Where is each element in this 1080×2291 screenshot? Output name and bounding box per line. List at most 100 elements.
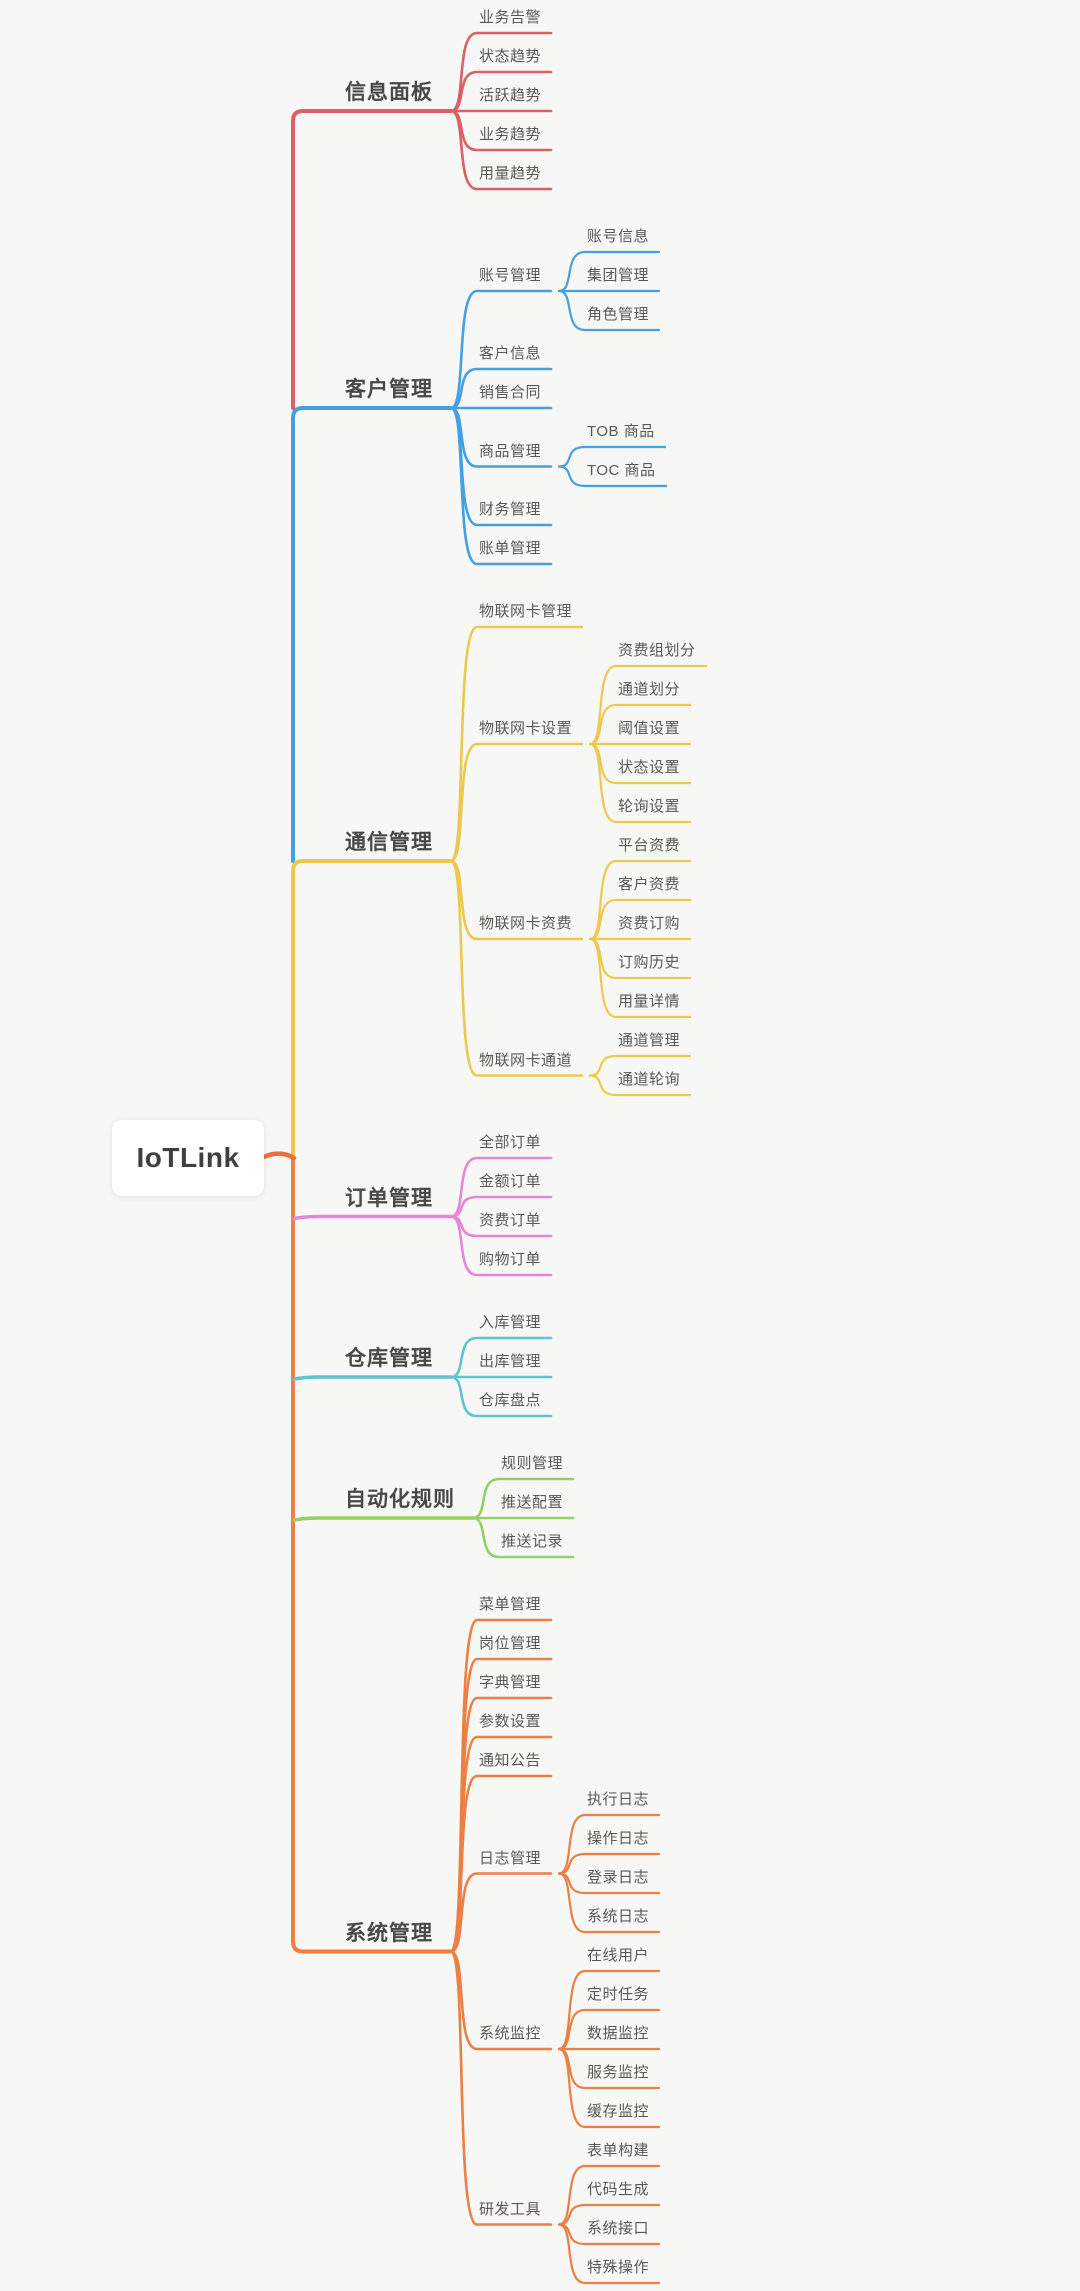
mindmap-edge (449, 289, 553, 410)
node-system-log[interactable]: 系统日志 (587, 1908, 650, 1925)
mindmap-edge (291, 1156, 453, 1954)
node-group-mgmt[interactable]: 集团管理 (587, 267, 650, 284)
node-channel-mgmt[interactable]: 通道管理 (618, 1032, 681, 1049)
node-shopping-orders[interactable]: 购物订单 (479, 1251, 542, 1268)
mindmap-edge (449, 70, 553, 113)
root-node[interactable]: IoTLink (112, 1120, 264, 1196)
node-biz-alarm[interactable]: 业务告警 (479, 9, 542, 26)
node-sys-monitor[interactable]: 系统监控 (479, 2025, 542, 2042)
root-label: IoTLink (136, 1142, 240, 1173)
node-iot-card-settings[interactable]: 物联网卡设置 (479, 720, 573, 737)
node-polling-settings[interactable]: 轮询设置 (618, 798, 681, 815)
node-code-generation[interactable]: 代码生成 (587, 2181, 650, 2198)
node-fee-orders[interactable]: 资费订单 (479, 1212, 542, 1229)
node-operation-log[interactable]: 操作日志 (587, 1830, 650, 1847)
node-comm-mgmt[interactable]: 通信管理 (345, 831, 433, 854)
node-subscribe-history[interactable]: 订购历史 (618, 954, 681, 971)
node-iot-card-mgmt[interactable]: 物联网卡管理 (479, 603, 573, 620)
node-order-mgmt[interactable]: 订单管理 (345, 1186, 433, 1210)
mindmap-edge (449, 1872, 553, 1953)
mindmap-edge (557, 2164, 661, 2226)
node-data-monitor[interactable]: 数据监控 (587, 2025, 650, 2042)
mindmap-edge (557, 2047, 661, 2129)
node-status-trend[interactable]: 状态趋势 (479, 48, 542, 65)
node-tob-product[interactable]: TOB 商品 (587, 423, 655, 440)
node-push-record[interactable]: 推送记录 (501, 1533, 564, 1550)
node-threshold-settings[interactable]: 阈值设置 (618, 720, 681, 737)
mindmap-edge (292, 1516, 475, 1522)
node-service-monitor[interactable]: 服务监控 (587, 2064, 650, 2081)
node-biz-trend[interactable]: 业务趋势 (479, 126, 542, 143)
mindmap-edge (557, 445, 667, 468)
node-outbound-mgmt[interactable]: 出库管理 (479, 1353, 542, 1370)
node-form-builder[interactable]: 表单构建 (587, 2142, 650, 2159)
mindmap-edge (557, 1813, 661, 1875)
mindmap-edge (588, 742, 692, 824)
node-menu-mgmt[interactable]: 菜单管理 (479, 1596, 542, 1613)
node-post-mgmt[interactable]: 岗位管理 (479, 1635, 542, 1652)
node-iot-card-fee[interactable]: 物联网卡资费 (479, 915, 573, 932)
node-scheduled-tasks[interactable]: 定时任务 (587, 1986, 650, 2003)
node-customer-info[interactable]: 客户信息 (479, 345, 542, 362)
node-role-mgmt[interactable]: 角色管理 (587, 306, 650, 323)
node-finance-mgmt[interactable]: 财务管理 (479, 501, 542, 518)
node-product-mgmt[interactable]: 商品管理 (479, 442, 542, 460)
node-exec-log[interactable]: 执行日志 (587, 1791, 650, 1808)
mindmap-edge (449, 406, 553, 566)
node-account-info[interactable]: 账号信息 (587, 228, 650, 245)
node-amount-orders[interactable]: 金额订单 (479, 1173, 542, 1190)
node-login-log[interactable]: 登录日志 (587, 1869, 650, 1886)
node-account-mgmt[interactable]: 账号管理 (479, 267, 542, 284)
mindmap-edge (588, 1054, 692, 1077)
node-system-api[interactable]: 系统接口 (587, 2220, 650, 2237)
node-usage-detail[interactable]: 用量详情 (618, 993, 681, 1010)
node-channel-division[interactable]: 通道划分 (618, 681, 681, 698)
node-customer-mgmt[interactable]: 客户管理 (345, 378, 433, 401)
node-channel-polling[interactable]: 通道轮询 (618, 1071, 681, 1088)
node-cache-monitor[interactable]: 缓存监控 (587, 2103, 650, 2120)
node-fee-subscribe[interactable]: 资费订购 (618, 915, 681, 932)
mindmap-edge (449, 742, 584, 863)
mindmap-edge (449, 859, 584, 941)
node-push-config[interactable]: 推送配置 (501, 1494, 564, 1511)
node-fee-group-division[interactable]: 资费组划分 (618, 642, 696, 659)
mindmap-edge (588, 664, 708, 746)
node-active-trend[interactable]: 活跃趋势 (479, 87, 542, 104)
mindmap-edge (449, 1215, 553, 1277)
node-toc-product[interactable]: TOC 商品 (587, 462, 656, 479)
node-system-mgmt[interactable]: 系统管理 (345, 1921, 433, 1945)
node-usage-trend[interactable]: 用量趋势 (479, 165, 542, 182)
node-bill-mgmt[interactable]: 账单管理 (479, 540, 542, 557)
node-sales-contract[interactable]: 销售合同 (479, 384, 542, 401)
node-stocktaking[interactable]: 仓库盘点 (479, 1392, 542, 1409)
node-dict-mgmt[interactable]: 字典管理 (479, 1674, 542, 1691)
node-notice[interactable]: 通知公告 (479, 1752, 542, 1769)
mindmap-edge (291, 109, 453, 410)
mindmap-edge (449, 1156, 553, 1218)
mindmap-edge (449, 1950, 553, 2226)
node-special-operations[interactable]: 特殊操作 (587, 2259, 650, 2276)
mindmap-edge (557, 250, 661, 293)
mindmap-edge (588, 859, 692, 941)
node-warehouse-mgmt[interactable]: 仓库管理 (345, 1347, 433, 1370)
node-inbound-mgmt[interactable]: 入库管理 (479, 1314, 542, 1331)
node-iot-card-channel[interactable]: 物联网卡通道 (479, 1051, 573, 1069)
node-all-orders[interactable]: 全部订单 (479, 1134, 542, 1151)
node-dev-tools[interactable]: 研发工具 (479, 2200, 542, 2218)
mindmap-edge (449, 859, 584, 1077)
mindmap-edge (449, 1336, 553, 1379)
node-log-mgmt[interactable]: 日志管理 (479, 1849, 542, 1867)
node-info-panel[interactable]: 信息面板 (345, 81, 433, 104)
mindmap-edge (588, 1074, 692, 1097)
node-automation-rules[interactable]: 自动化规则 (345, 1488, 455, 1511)
node-param-settings[interactable]: 参数设置 (479, 1713, 542, 1730)
node-status-settings[interactable]: 状态设置 (618, 759, 681, 776)
node-platform-fee[interactable]: 平台资费 (618, 837, 681, 854)
mindmap-edge (449, 31, 553, 113)
node-online-users[interactable]: 在线用户 (587, 1947, 650, 1964)
node-rule-mgmt[interactable]: 规则管理 (501, 1455, 564, 1472)
node-customer-fee[interactable]: 客户资费 (618, 876, 681, 893)
